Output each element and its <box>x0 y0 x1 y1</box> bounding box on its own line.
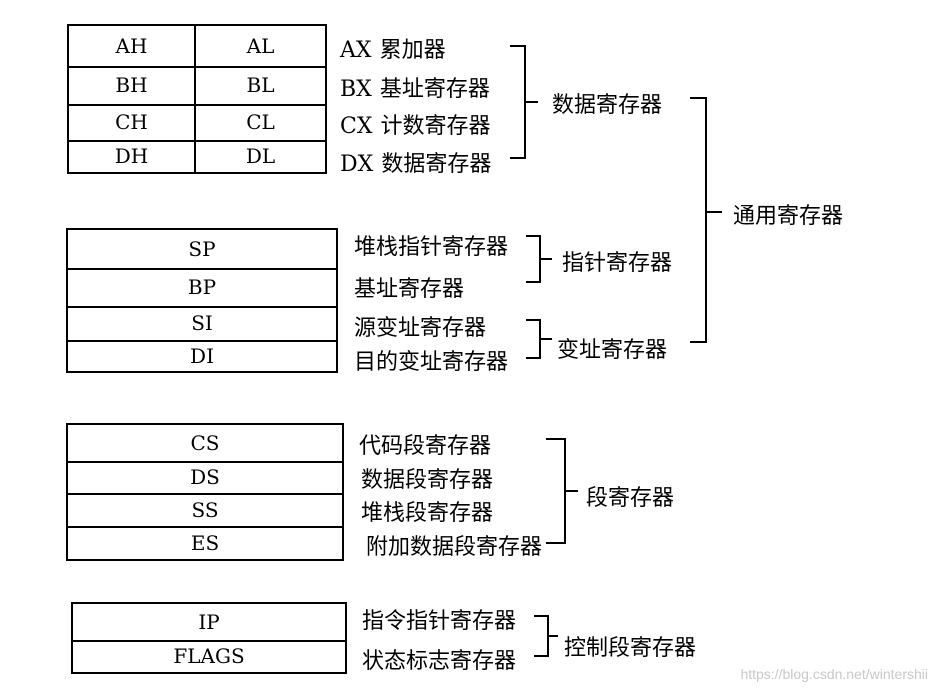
table-row: CS <box>68 425 342 463</box>
group-data-registers: 数据寄存器 <box>552 93 663 118</box>
label-flags: 状态标志寄存器 <box>362 649 517 674</box>
register-al: AL <box>246 34 275 58</box>
label-sp: 堆栈指针寄存器 <box>354 235 509 260</box>
register-cl: CL <box>246 110 275 134</box>
bracket-segment <box>546 438 566 544</box>
table-row: DH DL <box>69 140 325 172</box>
group-segment-registers: 段寄存器 <box>586 486 675 511</box>
label-cs: 代码段寄存器 <box>359 434 492 459</box>
table-row: SP <box>68 230 336 270</box>
group-index-registers: 变址寄存器 <box>557 338 668 363</box>
table-row: ES <box>190 530 220 555</box>
bracket-pointer <box>526 235 541 283</box>
label-ip: 指令指针寄存器 <box>362 609 517 634</box>
label-ds: 数据段寄存器 <box>361 468 494 493</box>
control-register-table: IP FLAGS <box>71 602 347 674</box>
general-register-table: AH AL BH BL CH CL DH DL <box>67 24 327 174</box>
group-general-registers: 通用寄存器 <box>733 204 844 229</box>
table-row: CH CL <box>69 104 325 142</box>
register-bh: BH <box>115 73 148 97</box>
table-row: BH BL <box>69 66 325 106</box>
bracket-index <box>526 319 541 359</box>
table-row: FLAGS <box>173 644 245 668</box>
register-ah: AH <box>115 34 148 58</box>
register-ch: CH <box>115 110 148 134</box>
group-pointer-registers: 指针寄存器 <box>562 251 673 276</box>
pointer-register-table: SP BP SI DI <box>66 228 338 373</box>
register-dh: DH <box>114 144 149 168</box>
group-control-registers: 控制段寄存器 <box>564 636 697 661</box>
bracket-control <box>534 615 549 657</box>
watermark: https://blog.csdn.net/wintershii <box>740 666 928 682</box>
table-row: DI <box>190 343 214 368</box>
table-row: BP <box>68 268 336 308</box>
register-bl: BL <box>246 73 275 97</box>
bracket-general <box>690 97 707 343</box>
table-row: SI <box>68 306 336 342</box>
label-ss: 堆栈段寄存器 <box>361 501 494 526</box>
label-si: 源变址寄存器 <box>354 316 487 341</box>
table-row: AH AL <box>69 26 325 68</box>
label-es: 附加数据段寄存器 <box>366 535 543 560</box>
label-di: 目的变址寄存器 <box>354 350 509 375</box>
segment-register-table: CS DS SS ES <box>66 423 344 561</box>
table-row: SS <box>68 493 342 528</box>
label-bp: 基址寄存器 <box>354 277 465 302</box>
half-divider <box>194 26 196 172</box>
register-dl: DL <box>245 144 276 168</box>
bracket-data <box>510 45 526 159</box>
table-row: IP <box>73 604 345 642</box>
table-row: DS <box>68 461 342 495</box>
